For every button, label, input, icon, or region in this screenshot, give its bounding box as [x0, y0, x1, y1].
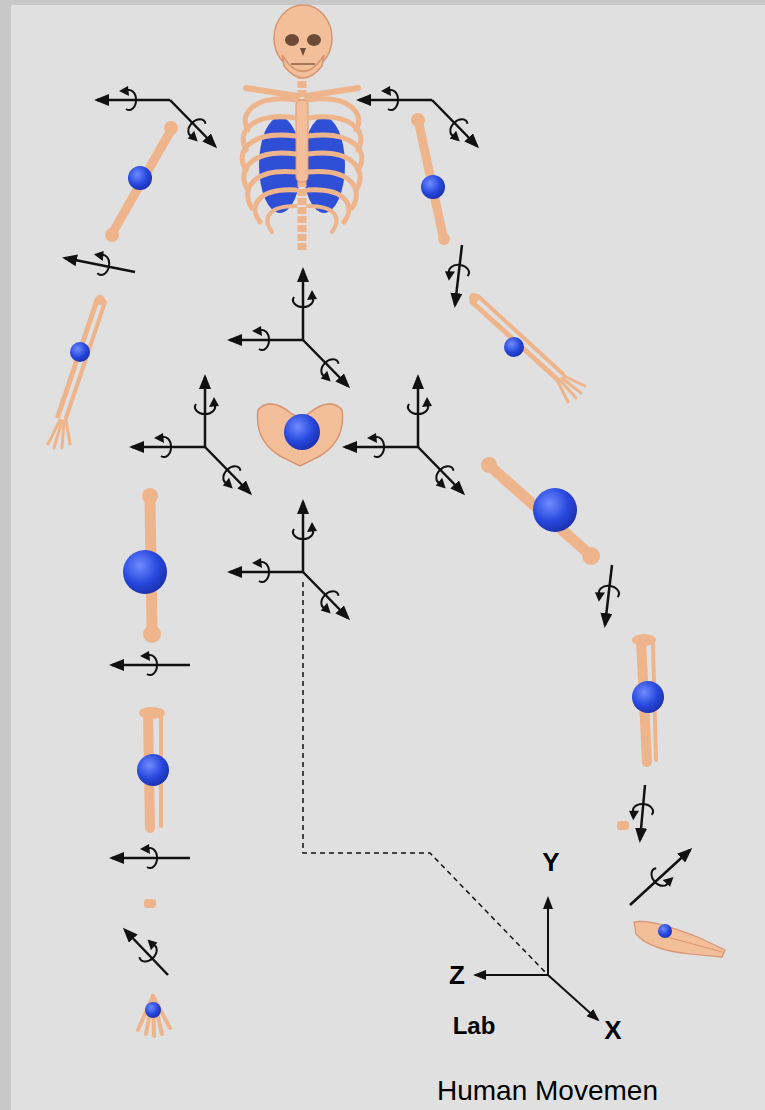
- right-leg: [658, 924, 672, 938]
- right-leg: [617, 821, 629, 830]
- left-leg: [143, 625, 161, 643]
- right-arm: [411, 113, 425, 127]
- torso: [307, 34, 321, 46]
- joint-axes: [594, 584, 620, 604]
- left-arm: [48, 121, 178, 448]
- right-leg: [481, 457, 497, 473]
- torso: [246, 88, 298, 96]
- left-arm: [58, 300, 97, 416]
- axis-label: Z: [449, 961, 465, 990]
- right-leg: [634, 921, 725, 957]
- joint-axes: [90, 249, 111, 276]
- torso: [285, 34, 299, 46]
- joint-axes: [628, 803, 653, 822]
- lab-frame: [475, 974, 548, 976]
- torso: [259, 117, 301, 213]
- dashed-link: [303, 582, 546, 973]
- joint-axes: [648, 863, 677, 892]
- left-leg: [145, 1002, 161, 1018]
- caption-text: Human Movemen: [437, 1076, 658, 1107]
- pelvis: [284, 414, 320, 450]
- pelvis: [257, 404, 342, 466]
- left-arm: [66, 420, 70, 444]
- joint-axes: [132, 377, 250, 493]
- joint-axes: [444, 263, 470, 283]
- torso: [308, 206, 337, 232]
- axis-label: Y: [542, 848, 559, 877]
- torso: [267, 206, 296, 232]
- right-arm: [558, 382, 568, 402]
- left-arm: [66, 302, 105, 418]
- right-arm: [421, 175, 445, 199]
- right-arm: [469, 293, 479, 303]
- right-leg: [582, 547, 600, 565]
- left-arm: [70, 342, 90, 362]
- torso: [242, 5, 362, 250]
- frame-label: Lab: [453, 1013, 496, 1039]
- joint-axes: [140, 651, 157, 675]
- left-arm: [164, 121, 178, 135]
- left-arm: [105, 228, 119, 242]
- frame-strip: [0, 0, 765, 5]
- left-arm: [128, 166, 152, 190]
- frame-strip: [0, 0, 11, 1110]
- left-leg: [123, 488, 170, 1036]
- right-arm: [564, 376, 585, 386]
- lab-frame: [475, 898, 598, 1020]
- joint-axes: [640, 785, 645, 840]
- joint-axes: [140, 844, 157, 868]
- torso: [296, 100, 308, 182]
- left-arm: [95, 295, 105, 305]
- joint-axes: [230, 502, 348, 618]
- right-leg: [632, 634, 656, 646]
- right-arm: [411, 113, 585, 402]
- joint-axes: [359, 86, 477, 146]
- joint-axes: [97, 86, 215, 146]
- lab-frame: [548, 975, 598, 1020]
- right-leg: [660, 935, 722, 952]
- right-leg: [492, 468, 588, 553]
- torso: [291, 63, 315, 65]
- joint-axes: [605, 565, 612, 625]
- right-leg: [632, 681, 664, 713]
- joint-axes: [134, 936, 163, 965]
- torso: [303, 117, 345, 213]
- torso: [282, 55, 324, 78]
- joint-axes: [112, 664, 190, 667]
- left-leg: [137, 754, 169, 786]
- joint-axes: [65, 258, 135, 272]
- joint-axes: [345, 377, 463, 493]
- axis-label: X: [604, 1016, 621, 1045]
- right-arm: [438, 233, 450, 245]
- right-leg: [533, 488, 577, 532]
- left-leg: [142, 488, 158, 504]
- left-leg: [144, 899, 156, 908]
- joint-axes: [455, 245, 462, 305]
- right-arm: [504, 337, 524, 357]
- right-arm: [478, 296, 563, 374]
- left-arm: [113, 132, 170, 232]
- joint-axes: [112, 857, 190, 860]
- right-arm: [472, 302, 558, 380]
- lab-frame: [547, 898, 549, 975]
- joint-axes: [630, 850, 690, 905]
- joint-axes: [65, 86, 690, 975]
- left-leg: [139, 707, 165, 719]
- left-arm: [62, 421, 64, 448]
- left-leg: [123, 550, 167, 594]
- joint-axes: [125, 930, 168, 975]
- joint-axes: [230, 270, 348, 386]
- right-leg: [481, 457, 725, 957]
- torso: [300, 48, 306, 56]
- pelvis: [257, 404, 342, 466]
- torso: [306, 88, 358, 96]
